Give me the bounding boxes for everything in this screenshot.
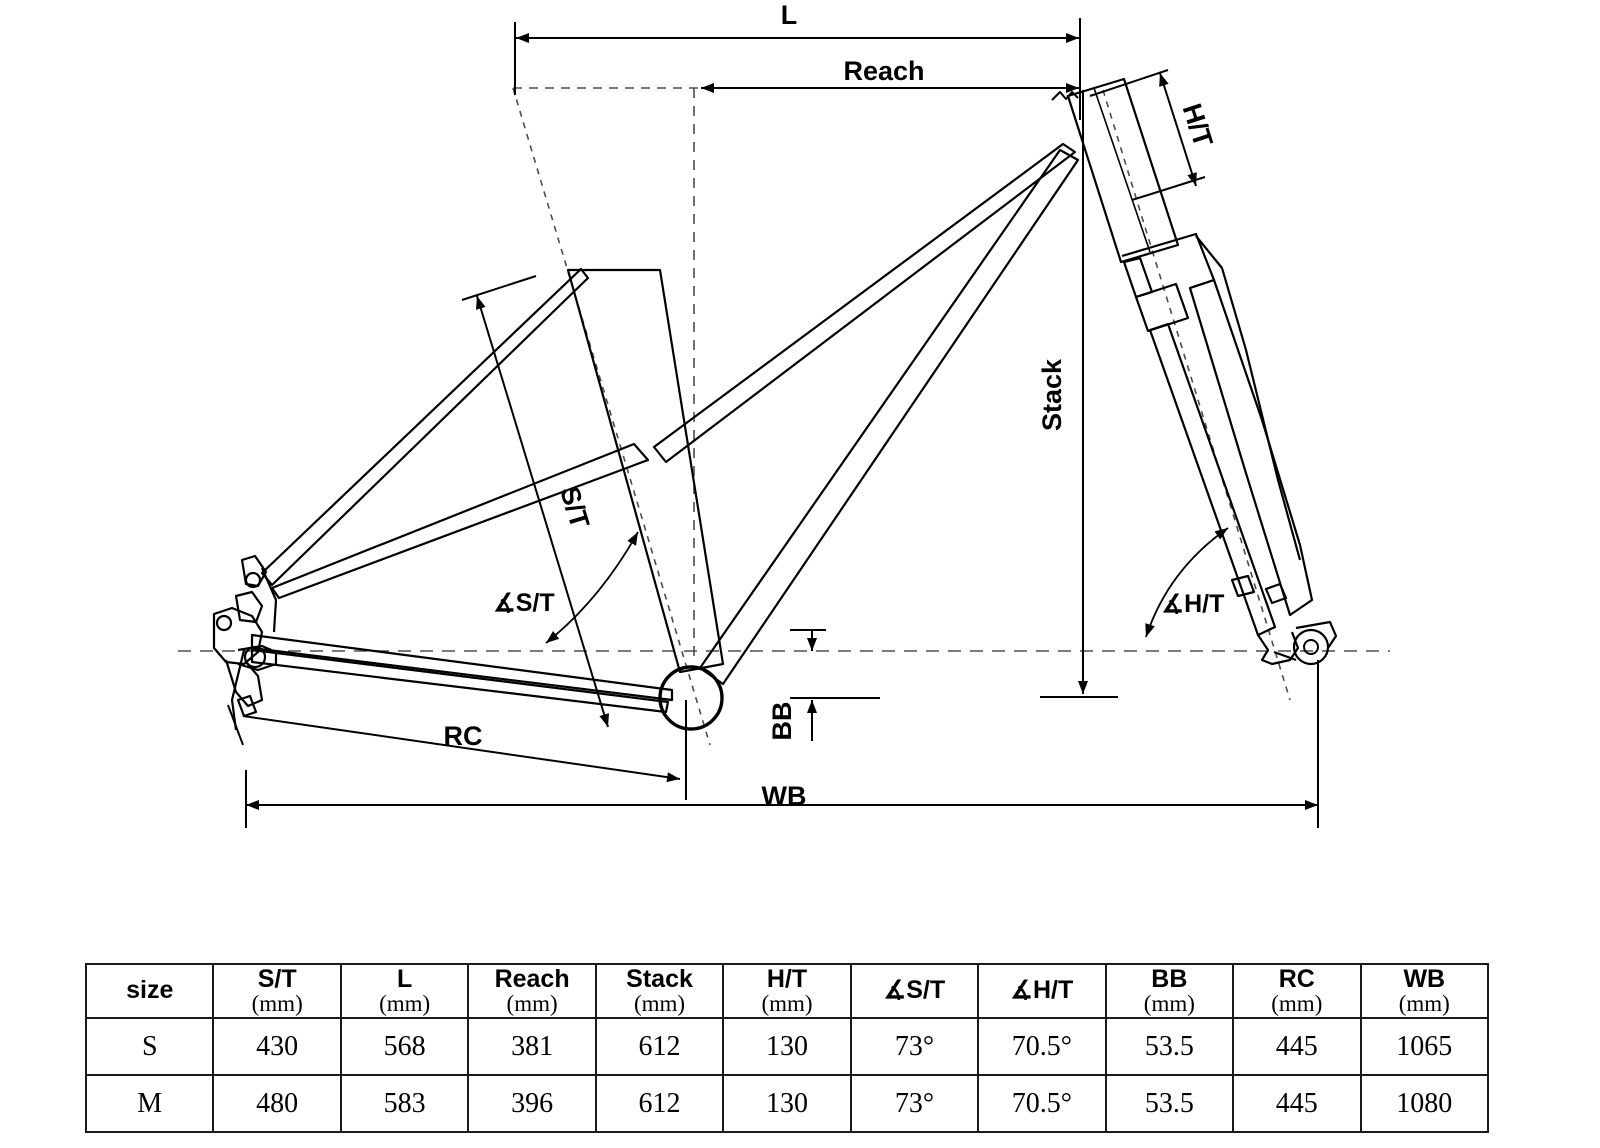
cell-head-tube-angle: 70.5° [977, 1017, 1107, 1076]
cell-length: 583 [339, 1074, 470, 1133]
cell-seat-tube-angle: 73° [849, 1017, 980, 1076]
column-header-wheelbase: WB(mm) [1359, 963, 1490, 1019]
front-dropout [1257, 631, 1300, 666]
column-header-head-tube: H/T(mm) [722, 963, 852, 1019]
column-header-bb-drop-unit: (mm) [1143, 991, 1195, 1017]
cell-seat-tube-angle: 73° [849, 1074, 980, 1133]
cell-stack: 612 [594, 1017, 725, 1076]
label-rear-center: RC [444, 721, 483, 751]
seat-tube [566, 268, 725, 674]
column-header-wheelbase-unit: (mm) [1398, 991, 1450, 1017]
cell-head-tube: 130 [722, 1074, 852, 1133]
frame-geometry-diagram: L Reach H/T Stack S/T ∡S/T ∡H/T BB RC WB [178, 0, 1390, 828]
label-bb-drop: BB [767, 702, 797, 741]
cell-reach: 396 [467, 1074, 597, 1133]
column-header-wheelbase-label: WB [1403, 964, 1446, 993]
column-header-seat-tube-label: S/T [257, 964, 297, 993]
cell-wheelbase: 1080 [1359, 1074, 1490, 1133]
cell-stack: 612 [594, 1074, 725, 1133]
column-header-head-tube-angle-label: ∡H/T [1010, 976, 1074, 1005]
seat-stay-lower [270, 442, 650, 600]
column-header-seat-tube-angle: ∡S/T [849, 963, 980, 1019]
cell-seat-tube: 480 [212, 1074, 342, 1133]
seat-stay [260, 267, 590, 587]
column-header-reach-unit: (mm) [506, 991, 558, 1017]
label-length: L [781, 0, 798, 30]
bottom-bracket [658, 665, 724, 731]
cell-head-tube: 130 [722, 1017, 852, 1076]
cell-wheelbase: 1065 [1359, 1017, 1490, 1076]
label-seat-tube: S/T [554, 483, 595, 532]
column-header-seat-tube-angle-label: ∡S/T [883, 976, 946, 1005]
cell-reach: 381 [467, 1017, 597, 1076]
cell-bb-drop: 53.5 [1104, 1017, 1235, 1076]
dimension-lines [227, 18, 1319, 828]
column-header-stack-unit: (mm) [633, 991, 686, 1017]
label-head-tube-angle: ∡H/T [1162, 590, 1225, 618]
column-header-seat-tube: S/T(mm) [212, 963, 342, 1019]
column-header-head-tube-angle: ∡H/T [977, 963, 1107, 1019]
rear-dropout [212, 554, 278, 731]
column-header-size: size [84, 963, 215, 1019]
bicycle-frame-drawing [212, 77, 1338, 731]
column-header-length-label: L [396, 964, 413, 993]
cell-head-tube-angle: 70.5° [977, 1074, 1107, 1133]
label-wheelbase: WB [762, 781, 807, 811]
cell-seat-tube: 430 [212, 1017, 342, 1076]
fork [1121, 232, 1338, 666]
column-header-rear-center-label: RC [1278, 964, 1315, 993]
column-header-stack: Stack(mm) [594, 963, 725, 1019]
cell-rear-center: 445 [1232, 1017, 1362, 1076]
column-header-rear-center: RC(mm) [1232, 963, 1362, 1019]
column-header-reach-label: Reach [494, 964, 570, 993]
diagram-labels: L Reach H/T Stack S/T ∡S/T ∡H/T BB RC WB [444, 0, 1225, 811]
top-tube [652, 142, 1077, 464]
column-header-bb-drop-label: BB [1151, 964, 1188, 993]
column-header-head-tube-unit: (mm) [761, 991, 813, 1017]
column-header-head-tube-label: H/T [766, 964, 808, 993]
construction-lines [178, 87, 1390, 746]
geometry-table-container: size S/T(mm) L(mm) Reach(mm) Stack(mm) H… [84, 963, 1490, 1133]
cell-size: S [84, 1017, 215, 1076]
column-header-rear-center-unit: (mm) [1271, 991, 1323, 1017]
cell-bb-drop: 53.5 [1104, 1074, 1235, 1133]
cell-size: M [84, 1074, 215, 1133]
label-seat-tube-angle: ∡S/T [493, 589, 554, 617]
column-header-length: L(mm) [339, 963, 470, 1019]
head-tube [1066, 77, 1180, 264]
table-header-row: size S/T(mm) L(mm) Reach(mm) Stack(mm) H… [84, 963, 1490, 1019]
chain-stay [250, 633, 674, 702]
column-header-reach: Reach(mm) [467, 963, 597, 1019]
down-tube [698, 148, 1080, 686]
label-stack: Stack [1037, 358, 1067, 431]
column-header-length-unit: (mm) [379, 991, 431, 1017]
geometry-table: size S/T(mm) L(mm) Reach(mm) Stack(mm) H… [84, 963, 1490, 1133]
table-row: S 430 568 381 612 130 73° 70.5° 53.5 445… [84, 1017, 1490, 1076]
cell-length: 568 [339, 1017, 470, 1076]
column-header-seat-tube-unit: (mm) [251, 991, 303, 1017]
label-reach: Reach [843, 56, 924, 86]
column-header-size-label: size [126, 976, 174, 1005]
table-row: M 480 583 396 612 130 73° 70.5° 53.5 445… [84, 1074, 1490, 1133]
column-header-bb-drop: BB(mm) [1104, 963, 1235, 1019]
column-header-stack-label: Stack [626, 964, 693, 993]
cell-rear-center: 445 [1232, 1074, 1362, 1133]
